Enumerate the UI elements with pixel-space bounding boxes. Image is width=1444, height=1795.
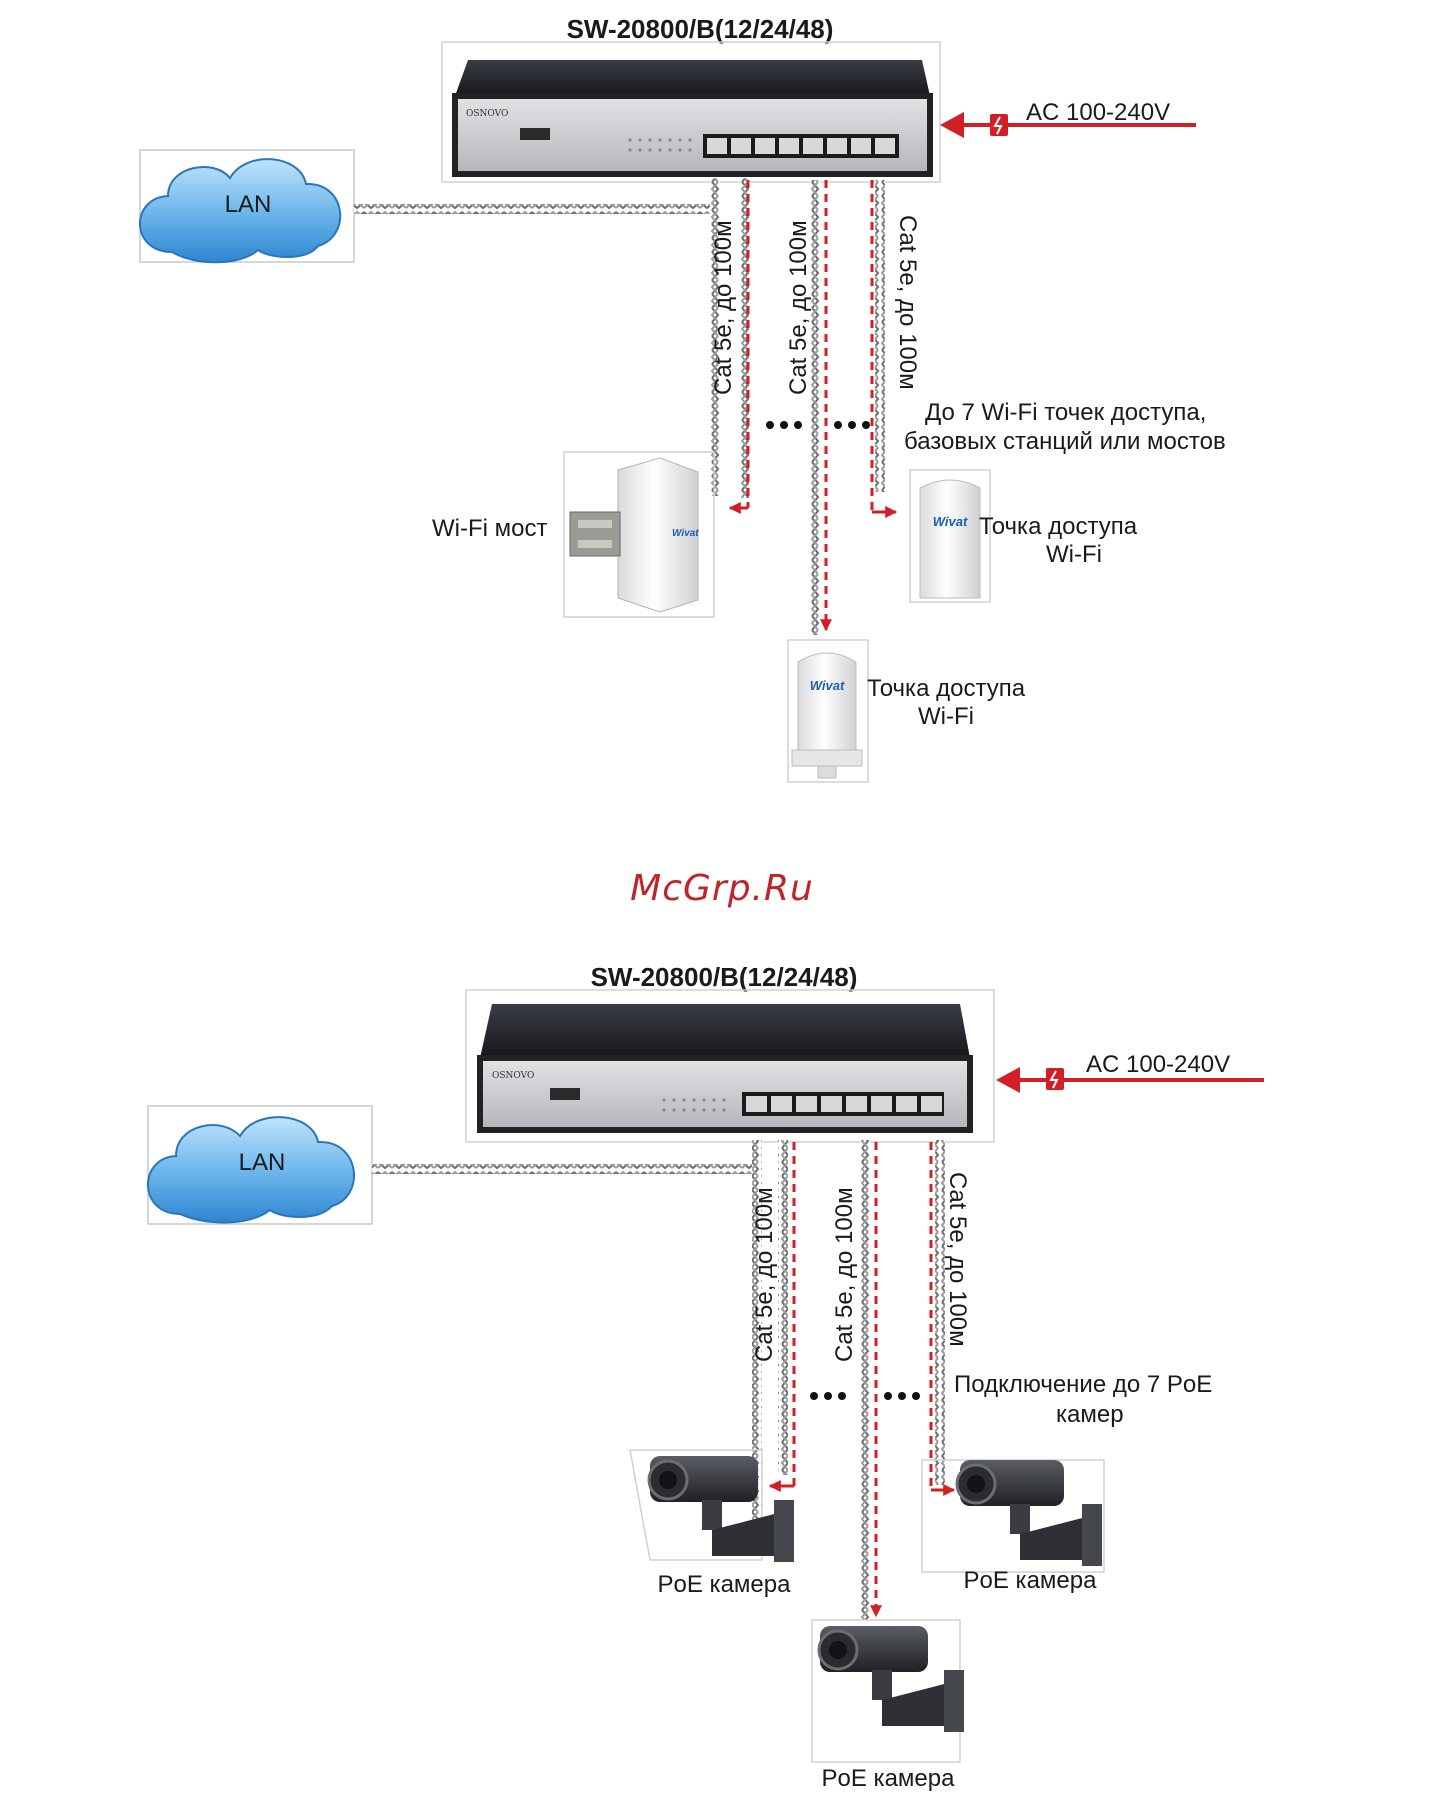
device-label-camera-right: PoE камера (964, 1567, 1098, 1594)
power-label: AC 100-240V (1086, 1051, 1230, 1078)
lan-label: LAN (239, 1149, 286, 1176)
device-label-ap-right-line2: Wi-Fi (1046, 541, 1102, 568)
diagram-cameras: SW-20800/B(12/24/48) OSNOVO (147, 962, 1264, 1792)
cable-label-right: Cat 5e, до 100м (894, 215, 921, 390)
lan-cloud: LAN (139, 149, 355, 264)
power-input: AC 100-240V (940, 99, 1196, 138)
more-ports-dots-right (884, 1392, 920, 1400)
device-label-ap-right-line1: Точка доступа (979, 513, 1138, 540)
poe-camera-bottom (811, 1619, 964, 1763)
wifi-ap-bottom-device: Wivat (787, 639, 869, 783)
switch-ports (703, 134, 899, 158)
more-ports-dots-left (810, 1392, 846, 1400)
switch-title: SW-20800/B(12/24/48) (591, 962, 858, 992)
note-line-1: Подключение до 7 PoE (954, 1371, 1212, 1398)
cables: Cat 5e, до 100м Cat 5e, до 100м Cat 5e, … (372, 1140, 971, 1620)
switch-leds (628, 138, 692, 152)
power-input: AC 100-240V (996, 1051, 1264, 1093)
note-line-1: До 7 Wi-Fi точек доступа, (925, 399, 1206, 426)
power-label: AC 100-240V (1026, 99, 1170, 126)
cable-label-left: Cat 5e, до 100м (710, 220, 737, 395)
switch-ports (742, 1092, 944, 1116)
cable-label-center: Cat 5e, до 100м (831, 1187, 858, 1362)
wifi-bridge-device: Wivat (563, 451, 715, 618)
ap-brand-label: Wivat (933, 514, 968, 529)
cables: Cat 5e, до 100м Cat 5e, до 100м Cat 5e, … (354, 178, 921, 635)
switch-title: SW-20800/B(12/24/48) (567, 14, 834, 44)
wifi-ap-right-device: Wivat (909, 469, 991, 603)
switch-leds (662, 1098, 726, 1112)
more-ports-dots-left (766, 421, 802, 429)
device-label-camera-bottom: PoE камера (822, 1765, 956, 1792)
ap-brand-label: Wivat (810, 678, 845, 693)
device-label-ap-bottom-line2: Wi-Fi (918, 703, 974, 730)
poe-switch: OSNOVO (465, 989, 995, 1143)
diagram-wifi: SW-20800/B(12/24/48) OSNOVO (139, 14, 1226, 783)
more-ports-dots-right (834, 421, 870, 429)
note-line-2: камер (1056, 1401, 1124, 1428)
switch-brand-label: OSNOVO (466, 109, 508, 119)
poe-camera-right (921, 1459, 1105, 1573)
device-label-camera-left: PoE камера (658, 1571, 792, 1598)
poe-camera-left (629, 1449, 794, 1562)
lan-cloud: LAN (147, 1105, 373, 1225)
device-label-bridge: Wi-Fi мост (432, 515, 547, 542)
watermark-text: McGrp.Ru (630, 868, 814, 909)
device-label-ap-bottom-line1: Точка доступа (867, 675, 1026, 702)
note-line-2: базовых станций или мостов (904, 428, 1226, 455)
switch-brand-label: OSNOVO (492, 1071, 534, 1081)
cable-label-left: Cat 5e, до 100м (751, 1187, 778, 1362)
lan-label: LAN (225, 191, 272, 218)
poe-switch: OSNOVO (441, 41, 941, 183)
cable-label-right: Cat 5e, до 100м (944, 1172, 971, 1347)
svg-text:Wivat: Wivat (672, 528, 699, 539)
cable-label-center: Cat 5e, до 100м (785, 220, 812, 395)
